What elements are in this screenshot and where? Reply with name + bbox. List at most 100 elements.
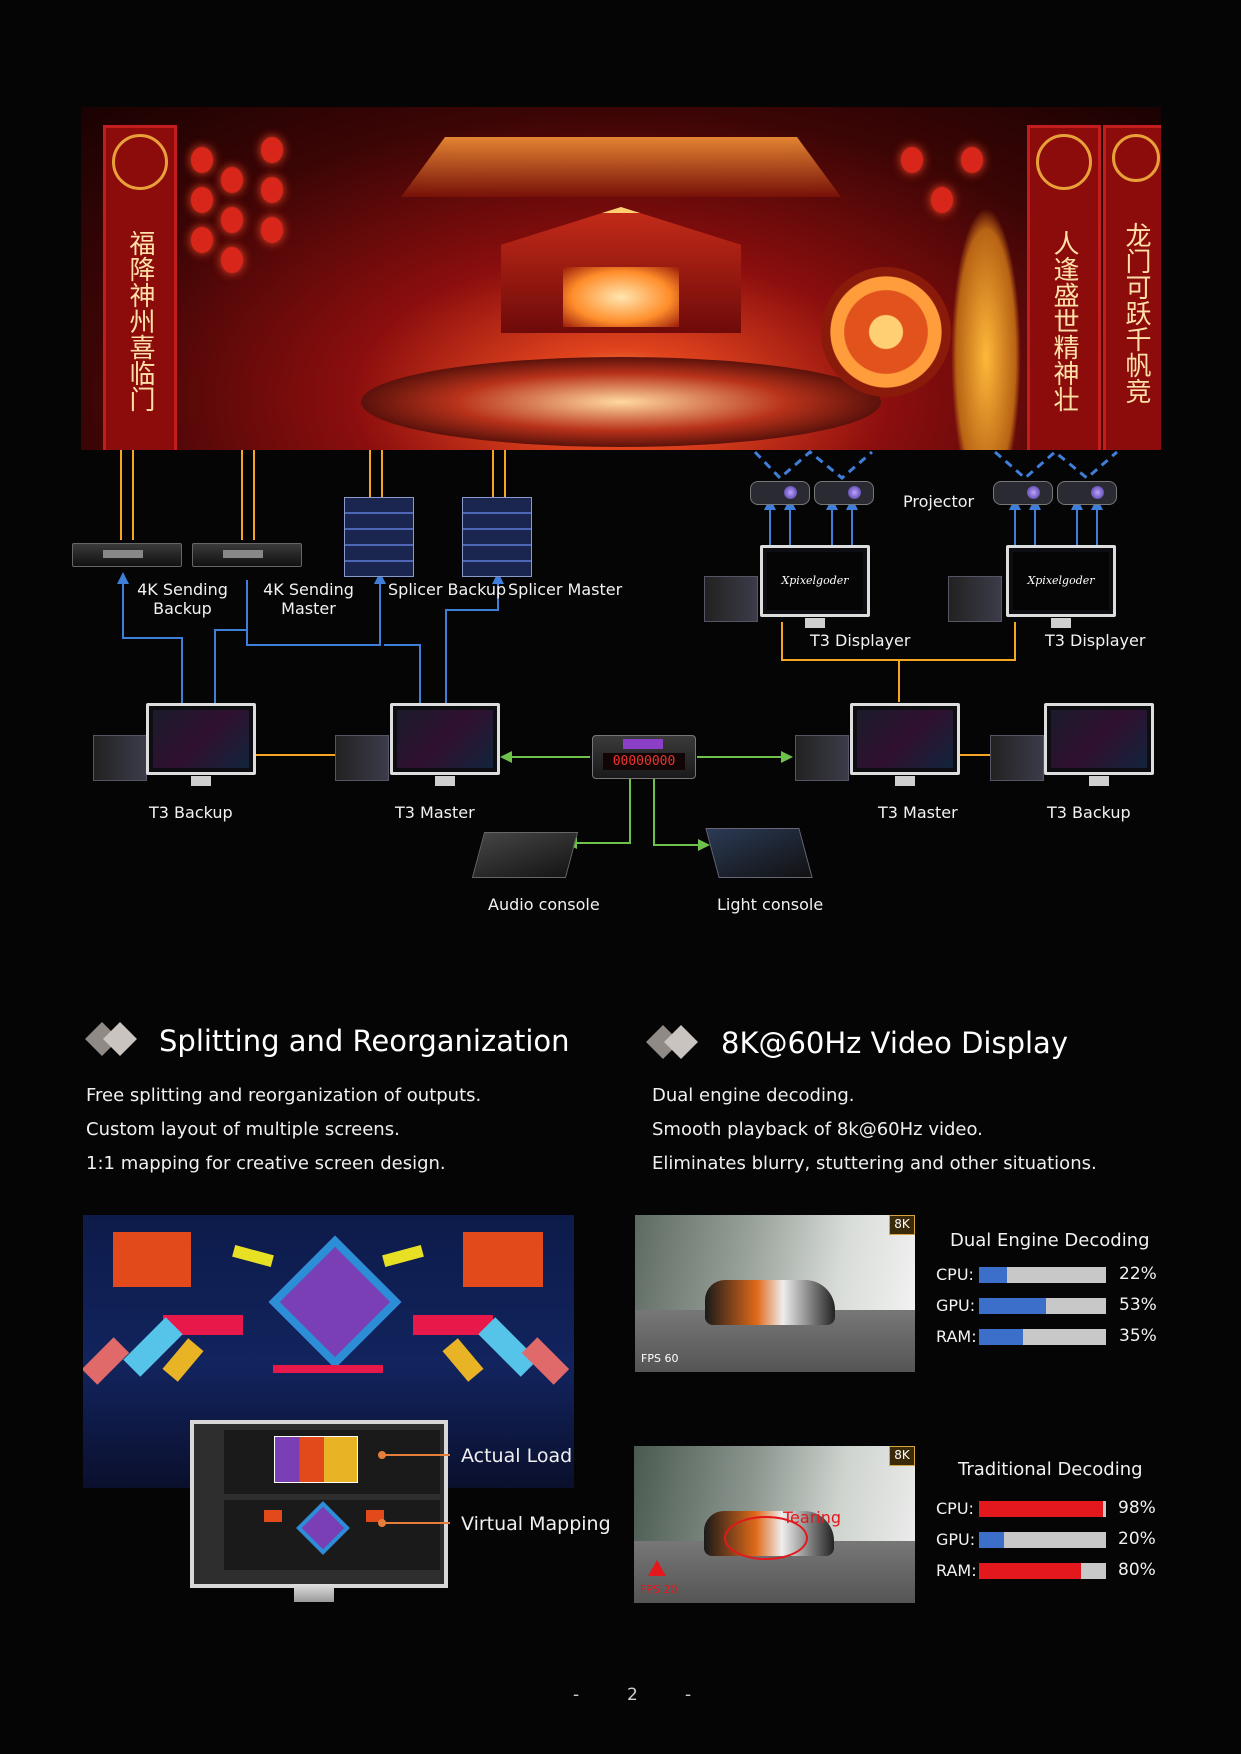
stat-bar-fill-cpu bbox=[979, 1267, 1007, 1283]
stat-label-cpu: CPU: bbox=[936, 1265, 974, 1284]
stat-bar-fill-gpu bbox=[979, 1298, 1047, 1314]
projector-icon bbox=[1057, 481, 1117, 505]
stat-label-gpu: GPU: bbox=[936, 1530, 976, 1549]
8k-line-2: Smooth playback of 8k@60Hz video. bbox=[652, 1119, 983, 1140]
t3-master-left-server bbox=[335, 735, 389, 781]
flower-decoration bbox=[821, 267, 951, 397]
stat-value-cpu: 22% bbox=[1119, 1264, 1157, 1284]
seal-icon bbox=[1112, 134, 1160, 182]
audio-console-device bbox=[471, 832, 579, 878]
callout-line-virtual bbox=[378, 1519, 450, 1527]
stat-label-gpu: GPU: bbox=[936, 1296, 976, 1315]
couplet-banner-right-a: 人逢盛世精神壮 bbox=[1027, 125, 1101, 450]
label-splicer-backup: Splicer Backup bbox=[388, 580, 507, 599]
panel-title-traditional: Traditional Decoding bbox=[958, 1459, 1143, 1480]
section-title-8k: 8K@60Hz Video Display bbox=[721, 1026, 1068, 1060]
video-frame-traditional: Tearing 8K FPS 20 bbox=[634, 1446, 915, 1603]
stat-label-ram: RAM: bbox=[936, 1561, 977, 1580]
golden-tree bbox=[951, 207, 1021, 450]
t3-backup-left-monitor bbox=[146, 703, 256, 786]
light-console-device bbox=[705, 828, 813, 878]
t3-backup-right-server bbox=[990, 735, 1044, 781]
t3-master-right-monitor bbox=[850, 703, 960, 786]
panel-title-dual-engine: Dual Engine Decoding bbox=[950, 1230, 1150, 1251]
seal-icon bbox=[112, 134, 168, 190]
displayer-monitor-left: Xpixelgoder bbox=[760, 545, 870, 628]
stat-value-ram: 80% bbox=[1118, 1560, 1156, 1580]
stat-bar-fill-ram bbox=[979, 1563, 1081, 1579]
stage-floor-reflection bbox=[361, 357, 881, 447]
monitor-stand bbox=[294, 1584, 334, 1602]
fps-overlay: FPS 60 bbox=[641, 1352, 679, 1365]
label-t3-displayer-right: T3 Displayer bbox=[1045, 631, 1146, 650]
stat-value-ram: 35% bbox=[1119, 1326, 1157, 1346]
diamond-bullet-icon bbox=[103, 1022, 137, 1056]
video-frame-dual-engine: 8K FPS 60 bbox=[635, 1215, 915, 1372]
tearing-label: Tearing bbox=[783, 1508, 842, 1527]
8k-line-3: Eliminates blurry, stuttering and other … bbox=[652, 1153, 1097, 1174]
8k-badge: 8K bbox=[889, 1215, 915, 1235]
brand-logo-icon: Xpixelgoder bbox=[1027, 574, 1095, 587]
tearing-highlight-ellipse bbox=[724, 1516, 808, 1560]
splitting-line-1: Free splitting and reorganization of out… bbox=[86, 1085, 482, 1106]
couplet-text-left: 福降神州喜临门 bbox=[125, 230, 155, 412]
page-number: 2 bbox=[627, 1685, 638, 1705]
splicer-backup-device bbox=[344, 497, 414, 577]
fps-overlay: FPS 20 bbox=[640, 1583, 678, 1596]
label-t3-backup-left: T3 Backup bbox=[149, 803, 233, 822]
4k-sending-master-device bbox=[192, 543, 302, 567]
brand-logo-icon: Xpixelgoder bbox=[781, 574, 849, 587]
t3-master-right-server bbox=[795, 735, 849, 781]
label-light-console: Light console bbox=[717, 895, 824, 914]
t3-backup-right-monitor bbox=[1044, 703, 1154, 786]
stat-bar-ram bbox=[979, 1563, 1106, 1579]
projection-beams bbox=[753, 450, 1118, 481]
stat-bar-gpu bbox=[979, 1298, 1106, 1314]
splicer-master-device bbox=[462, 497, 532, 577]
displayer-server-right bbox=[948, 576, 1002, 622]
label-t3-displayer-left: T3 Displayer bbox=[810, 631, 911, 650]
stage-hero-image: 福降神州喜临门 人逢盛世精神壮 龙门可跃千帆竞 bbox=[81, 107, 1161, 450]
diamond-bullet-icon bbox=[664, 1025, 698, 1059]
stat-value-gpu: 20% bbox=[1118, 1529, 1156, 1549]
stat-bar-fill-cpu bbox=[979, 1501, 1104, 1517]
couplet-text-right-b: 龙门可跃千帆竞 bbox=[1121, 222, 1151, 404]
displayer-monitor-right: Xpixelgoder bbox=[1006, 545, 1116, 628]
label-t3-master-left: T3 Master bbox=[395, 803, 475, 822]
projector-icon bbox=[750, 481, 810, 505]
stat-value-cpu: 98% bbox=[1118, 1498, 1156, 1518]
8k-line-1: Dual engine decoding. bbox=[652, 1085, 855, 1106]
stat-value-gpu: 53% bbox=[1119, 1295, 1157, 1315]
label-splicer-master: Splicer Master bbox=[508, 580, 623, 599]
label-4k-sending-backup: 4K Sending Backup bbox=[137, 580, 228, 618]
stat-bar-cpu bbox=[979, 1501, 1106, 1517]
couplet-text-right-a: 人逢盛世精神壮 bbox=[1049, 230, 1079, 412]
stat-label-ram: RAM: bbox=[936, 1327, 977, 1346]
callout-actual-load: Actual Load bbox=[461, 1445, 573, 1467]
splitting-line-2: Custom layout of multiple screens. bbox=[86, 1119, 400, 1140]
label-projector: Projector bbox=[903, 492, 975, 511]
stage-gate-glow bbox=[563, 267, 679, 327]
t3-backup-left-server bbox=[93, 735, 147, 781]
software-monitor bbox=[190, 1420, 448, 1588]
4k-sending-backup-device bbox=[72, 543, 182, 567]
projector-icon bbox=[814, 481, 874, 505]
couplet-banner-left: 福降神州喜临门 bbox=[103, 125, 177, 450]
callout-virtual-mapping: Virtual Mapping bbox=[461, 1513, 611, 1535]
page-dash-left: - bbox=[573, 1685, 580, 1705]
page-dash-right: - bbox=[685, 1685, 692, 1705]
label-4k-sending-master: 4K Sending Master bbox=[263, 580, 354, 618]
callout-lines bbox=[378, 1451, 450, 1459]
section-title-splitting: Splitting and Reorganization bbox=[159, 1024, 570, 1058]
sync-controller-device: 00000000 bbox=[592, 735, 696, 779]
stage-canopy bbox=[401, 137, 841, 197]
label-t3-master-right: T3 Master bbox=[878, 803, 958, 822]
stat-bar-fill-ram bbox=[979, 1329, 1024, 1345]
sync-controller-label-icon bbox=[623, 739, 663, 749]
projector-icon bbox=[993, 481, 1053, 505]
displayer-server-left bbox=[704, 576, 758, 622]
label-audio-console: Audio console bbox=[488, 895, 600, 914]
led-stage-image bbox=[83, 1215, 574, 1488]
stat-bar-fill-gpu bbox=[979, 1532, 1005, 1548]
stat-bar-gpu bbox=[979, 1532, 1106, 1548]
